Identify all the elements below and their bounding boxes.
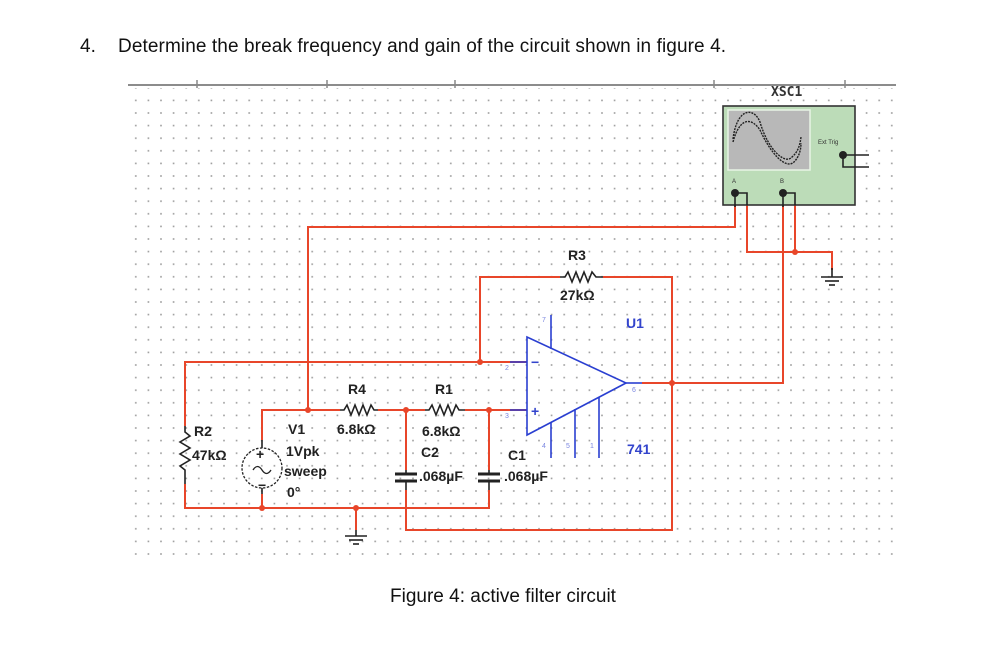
scope-leads bbox=[734, 154, 869, 207]
v1-amplitude: 1Vpk bbox=[286, 443, 320, 459]
junction-dot bbox=[403, 407, 409, 413]
v1-minus-sign: − bbox=[258, 477, 266, 493]
pin-vpos: 7 bbox=[542, 317, 546, 324]
oscilloscope-xsc1[interactable]: XSC1 Ext Trig A B bbox=[722, 85, 869, 207]
pin-out: 6 bbox=[632, 387, 636, 394]
c1-value: .068µF bbox=[504, 468, 548, 484]
v1-plus-sign: + bbox=[256, 446, 264, 462]
pin-noninv: 3 bbox=[505, 413, 509, 420]
ext-trig-label: Ext Trig bbox=[818, 140, 838, 146]
v1-mode: sweep bbox=[284, 463, 327, 479]
junction-dot bbox=[259, 505, 265, 511]
junction-dot bbox=[669, 380, 675, 386]
capacitor-c1[interactable]: C1 .068µF bbox=[478, 447, 548, 490]
voltage-source-v1[interactable]: + − V1 1Vpk sweep 0° bbox=[241, 421, 327, 500]
sine-wave-icon bbox=[252, 465, 272, 475]
u1-name: U1 bbox=[626, 315, 644, 331]
opamp-triangle bbox=[526, 335, 628, 437]
c2-value: .068µF bbox=[419, 468, 463, 484]
r1-name: R1 bbox=[435, 381, 453, 397]
pin-nc2: 1 bbox=[590, 443, 594, 450]
wire-feedback-right bbox=[405, 276, 673, 531]
xsc1-name: XSC1 bbox=[771, 85, 802, 100]
junction-dot bbox=[486, 407, 492, 413]
opamp-minus-sign: − bbox=[531, 354, 539, 370]
resistor-r4[interactable]: R4 6.8kΩ bbox=[337, 381, 378, 437]
question-number: 4. bbox=[80, 36, 97, 57]
ground-icon bbox=[345, 530, 367, 545]
r3-name: R3 bbox=[568, 247, 586, 263]
opamp-plus-sign: + bbox=[531, 403, 539, 419]
r2-value: 47kΩ bbox=[192, 447, 227, 463]
c1-name: C1 bbox=[508, 447, 526, 463]
junction-dot bbox=[477, 359, 483, 365]
c2-name: C2 bbox=[421, 444, 439, 460]
scope-trace-a bbox=[732, 111, 802, 160]
pin-nc1: 5 bbox=[566, 443, 570, 450]
wire-feedback bbox=[479, 276, 560, 362]
resistor-r3[interactable]: R3 27kΩ bbox=[560, 247, 603, 303]
junctions bbox=[259, 249, 798, 511]
scope-screen bbox=[727, 109, 811, 171]
resistor-r2[interactable]: R2 47kΩ bbox=[178, 423, 227, 484]
r4-value: 6.8kΩ bbox=[337, 421, 375, 437]
v1-name: V1 bbox=[288, 421, 305, 437]
r2-name: R2 bbox=[194, 423, 212, 439]
scope-trace-b bbox=[732, 120, 802, 165]
capacitor-c2[interactable]: C2 .068µF bbox=[395, 444, 463, 490]
pin-vneg: 4 bbox=[542, 443, 546, 450]
pin-inv: 2 bbox=[505, 365, 509, 372]
wire-ground-bus bbox=[184, 484, 490, 509]
wire-scope-a bbox=[307, 205, 736, 410]
wire-v1-top bbox=[261, 409, 340, 440]
wires bbox=[184, 200, 833, 531]
question-text: Determine the break frequency and gain o… bbox=[118, 36, 727, 57]
r4-name: R4 bbox=[348, 381, 366, 397]
r3-value: 27kΩ bbox=[560, 287, 595, 303]
junction-dot bbox=[305, 407, 311, 413]
opamp-u1[interactable] bbox=[510, 315, 642, 458]
r1-value: 6.8kΩ bbox=[422, 423, 460, 439]
junction-dot bbox=[353, 505, 359, 511]
junction-dot bbox=[792, 249, 798, 255]
resistor-r1[interactable]: R1 6.8kΩ bbox=[422, 381, 465, 439]
wire-inverting-bus bbox=[184, 361, 527, 426]
question: 4. Determine the break frequency and gain… bbox=[80, 36, 726, 58]
wire-scope-gnd bbox=[746, 200, 833, 270]
u1-part: 741 bbox=[627, 441, 651, 457]
v1-phase: 0° bbox=[287, 484, 300, 500]
wire-output bbox=[642, 205, 784, 384]
channel-a-label: A bbox=[732, 179, 736, 185]
channel-b-label: B bbox=[780, 179, 784, 185]
ground-icon bbox=[821, 268, 843, 286]
figure-caption: Figure 4: active filter circuit bbox=[390, 586, 616, 607]
